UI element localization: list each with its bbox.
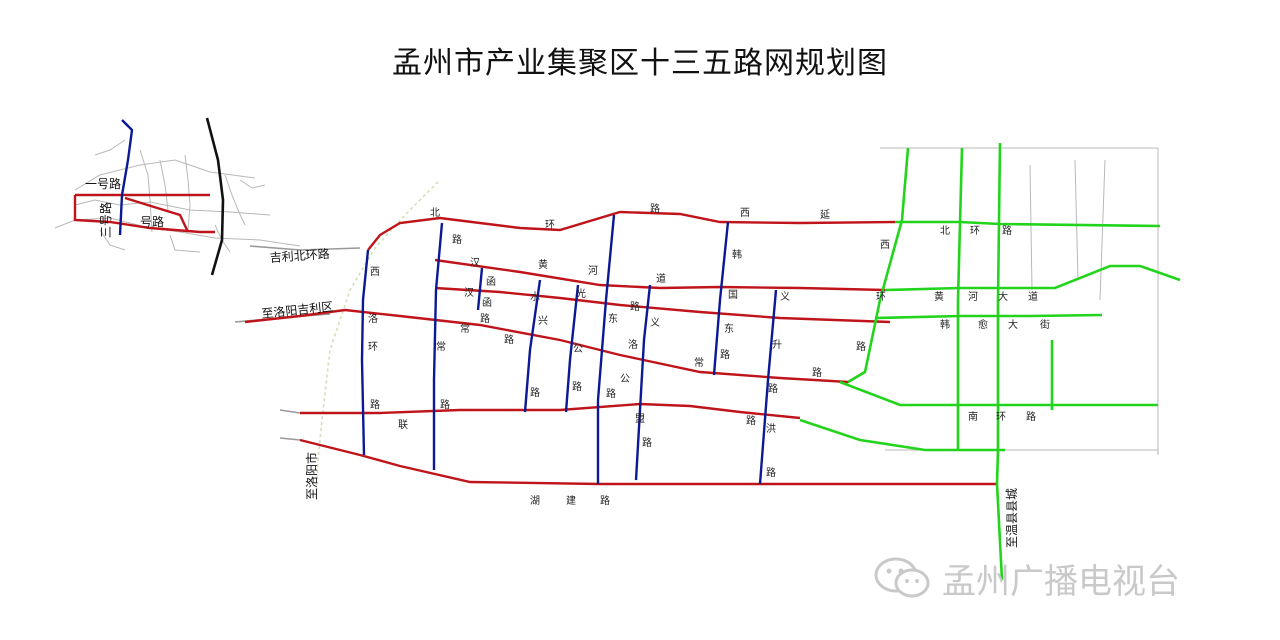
red-planned-roads — [244, 210, 996, 486]
road-label: 常 — [436, 340, 446, 353]
road-label: 函 — [482, 297, 492, 309]
road-label: 路 — [572, 380, 582, 393]
road-label: 洛 — [368, 312, 378, 325]
road-label: 路 — [720, 348, 730, 361]
road-label: 路 — [452, 233, 462, 246]
inset-label-2: 号路 — [140, 214, 164, 229]
road-label: 路 — [370, 398, 380, 411]
label-to-luoyang-city: 至洛阳市 — [304, 452, 319, 500]
road-label: 路 — [650, 202, 660, 215]
road-labels: 北 环 路 西 延 西 洛 环 路 黄 河 道 路 汉 函 汉 函 路 常 常 … — [368, 202, 1050, 507]
road-label: 盟 — [635, 413, 645, 425]
road-label: 环 — [876, 292, 886, 303]
road-label: 街 — [1040, 318, 1050, 331]
road-label: 函 — [486, 276, 496, 288]
road-label: 路 — [504, 333, 514, 346]
inset-map: 一号路 号路 三号路 — [54, 117, 301, 276]
road-label: 联 — [398, 419, 408, 431]
road-label: 大 — [998, 290, 1008, 303]
road-label: 汉 — [470, 257, 480, 269]
road-label: 路 — [766, 466, 776, 479]
road-label: 路 — [1026, 410, 1036, 423]
road-label: 路 — [440, 398, 450, 411]
road-label: 环 — [996, 412, 1006, 423]
road-label: 愈 — [978, 318, 988, 331]
road-label: 环 — [545, 220, 555, 231]
road-label: 道 — [656, 272, 666, 285]
inset-label-3: 三号路 — [98, 202, 113, 238]
road-label: 道 — [1028, 290, 1038, 303]
road-label: 西 — [370, 267, 380, 278]
road-label: 升 — [772, 339, 782, 351]
watermark-text: 孟州广播电视台 — [942, 561, 1180, 602]
road-label: 湖 — [530, 495, 540, 507]
road-label: 义 — [780, 291, 790, 303]
road-label: 光 — [576, 287, 586, 300]
green-roads — [799, 142, 1181, 581]
road-label: 常 — [694, 356, 704, 369]
road-label: 西 — [880, 240, 890, 251]
road-label: 东 — [724, 322, 734, 335]
road-label: 路 — [642, 436, 652, 449]
road-label: 河 — [588, 265, 598, 277]
road-label: 路 — [812, 366, 822, 379]
road-label: 东 — [608, 312, 618, 325]
road-label: 国 — [728, 289, 738, 301]
road-label: 南 — [968, 410, 978, 423]
road-label: 北 — [940, 225, 950, 237]
road-label: 韩 — [732, 248, 742, 261]
road-label: 韩 — [940, 318, 950, 331]
label-to-luoyang-jili: 至洛阳吉利区 — [261, 299, 334, 321]
road-label: 路 — [630, 300, 640, 313]
road-label: 兴 — [538, 315, 548, 327]
road-label: 环 — [970, 226, 980, 237]
label-to-wenxian: 至温县县城 — [1005, 488, 1019, 548]
road-label: 路 — [530, 386, 540, 399]
road-label: 汉 — [464, 287, 474, 299]
label-jili-north-ring: 吉利北环路 — [269, 246, 330, 265]
road-label: 北 — [430, 207, 440, 219]
road-label: 延 — [820, 209, 830, 221]
road-label: 路 — [600, 494, 610, 507]
road-label: 路 — [606, 387, 616, 400]
blue-roads — [360, 214, 778, 485]
road-label: 路 — [1002, 224, 1012, 237]
road-label: 黄 — [538, 258, 548, 271]
road-label: 大 — [1008, 318, 1018, 331]
road-label: 路 — [746, 414, 756, 427]
map-title: 孟州市产业集聚区十三五路网规划图 — [392, 46, 888, 81]
road-label: 路 — [856, 340, 866, 353]
road-label: 洛 — [628, 338, 638, 351]
watermark: 孟州广播电视台 — [872, 555, 1180, 602]
road-label: 路 — [480, 312, 490, 325]
road-label: 建 — [566, 494, 576, 507]
road-label: 环 — [368, 342, 378, 353]
road-label: 洪 — [766, 423, 776, 435]
road-label: 西 — [740, 208, 750, 219]
road-label: 公 — [573, 344, 583, 355]
road-label: 河 — [968, 291, 978, 303]
road-label: 黄 — [934, 290, 944, 303]
road-label: 路 — [768, 382, 778, 395]
road-label: 水 — [530, 291, 540, 303]
road-label: 义 — [650, 317, 660, 329]
wechat-icon — [874, 557, 930, 598]
road-label: 公 — [620, 374, 630, 385]
road-label: 常 — [460, 322, 470, 335]
inset-label-1: 一号路 — [85, 176, 121, 191]
